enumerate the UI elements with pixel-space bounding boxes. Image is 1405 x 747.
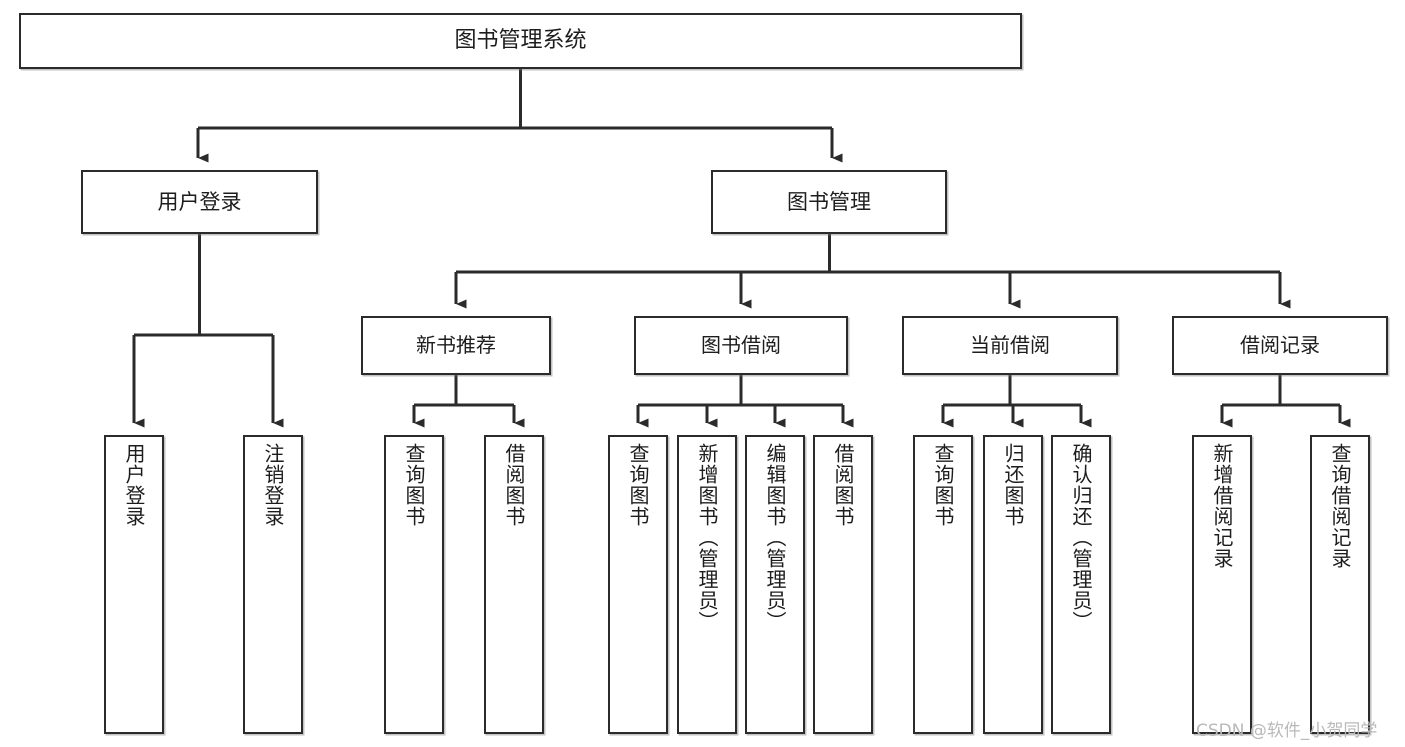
node-label: 借阅图书 [502,443,526,527]
node-label: 图书借阅 [701,332,781,357]
node-label: 新书推荐 [416,332,496,357]
node-label: 当前借阅 [970,332,1050,357]
node-label: 查询借阅记录 [1328,443,1352,569]
watermark-text: CSDN @软件_小贺同学 [1196,721,1378,741]
leaf-query-borrow-record[interactable]: 查询借阅记录 [1310,435,1370,734]
node-current-borrow[interactable]: 当前借阅 [902,316,1118,375]
node-label: 用户登录 [157,189,242,214]
leaf-add-book[interactable]: 新增图书（管理员） [677,435,737,734]
node-label: 新增借阅记录 [1210,443,1234,569]
leaf-user-logout[interactable]: 注销登录 [243,435,303,734]
node-new-book-recommend[interactable]: 新书推荐 [361,316,551,375]
node-book-manage[interactable]: 图书管理 [711,170,947,234]
node-user-login[interactable]: 用户登录 [81,170,318,234]
node-label: 借阅图书 [831,443,855,527]
node-label: 新增图书（管理员） [695,443,719,632]
node-label: 图书管理系统 [454,28,587,54]
node-label: 借阅记录 [1240,332,1320,357]
leaf-add-borrow-record[interactable]: 新增借阅记录 [1192,435,1252,734]
leaf-query-book-recommend[interactable]: 查询图书 [384,435,444,734]
node-borrow-record[interactable]: 借阅记录 [1172,316,1388,375]
node-label: 图书管理 [787,189,871,214]
leaf-user-login[interactable]: 用户登录 [104,435,164,734]
node-label: 注销登录 [261,443,285,527]
leaf-query-book-current[interactable]: 查询图书 [913,435,973,734]
node-book-borrow[interactable]: 图书借阅 [634,316,848,375]
leaf-confirm-return[interactable]: 确认归还（管理员） [1051,435,1111,734]
leaf-edit-book[interactable]: 编辑图书（管理员） [745,435,805,734]
node-label: 查询图书 [626,443,650,527]
leaf-borrow-book[interactable]: 借阅图书 [813,435,873,734]
node-label: 编辑图书（管理员） [763,443,787,632]
node-label: 查询图书 [931,443,955,527]
leaf-return-book[interactable]: 归还图书 [983,435,1043,734]
node-label: 归还图书 [1001,443,1025,527]
node-label: 查询图书 [402,443,426,527]
node-label: 用户登录 [122,443,146,527]
leaf-query-book-borrow[interactable]: 查询图书 [608,435,668,734]
leaf-borrow-book-recommend[interactable]: 借阅图书 [484,435,544,734]
node-label: 确认归还（管理员） [1069,443,1093,632]
node-root-system[interactable]: 图书管理系统 [19,13,1022,69]
